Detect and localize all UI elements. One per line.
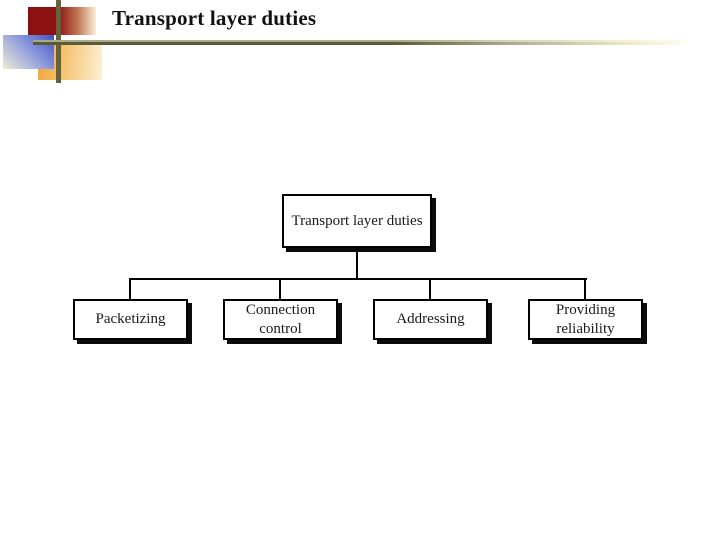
connector-horizontal-bar <box>129 278 587 280</box>
diagram-node-label: Providing reliability <box>555 301 616 337</box>
diagram-node-addressing: Addressing <box>373 299 488 340</box>
connector-drop-addressing <box>429 280 431 299</box>
connector-drop-connection-control <box>279 280 281 299</box>
connector-drop-providing-reliability <box>584 280 586 299</box>
diagram-node-providing-reliability: Providing reliability <box>528 299 643 340</box>
diagram-node-label: Connection control <box>245 301 316 337</box>
connector-riser <box>356 248 358 279</box>
diagram-root-label: Transport layer duties <box>291 212 423 229</box>
slide-title: Transport layer duties <box>112 6 317 30</box>
diagram-root-node: Transport layer duties <box>282 194 432 248</box>
diagram-node-label: Addressing <box>396 311 465 328</box>
connector-drop-packetizing <box>129 280 131 299</box>
horizontal-olive-rule <box>33 40 688 45</box>
diagram-node-connection-control: Connection control <box>223 299 338 340</box>
diagram-node-label: Packetizing <box>95 311 166 328</box>
red-square <box>28 7 58 35</box>
red-fade-square <box>58 7 96 35</box>
diagram-node-packetizing: Packetizing <box>73 299 188 340</box>
